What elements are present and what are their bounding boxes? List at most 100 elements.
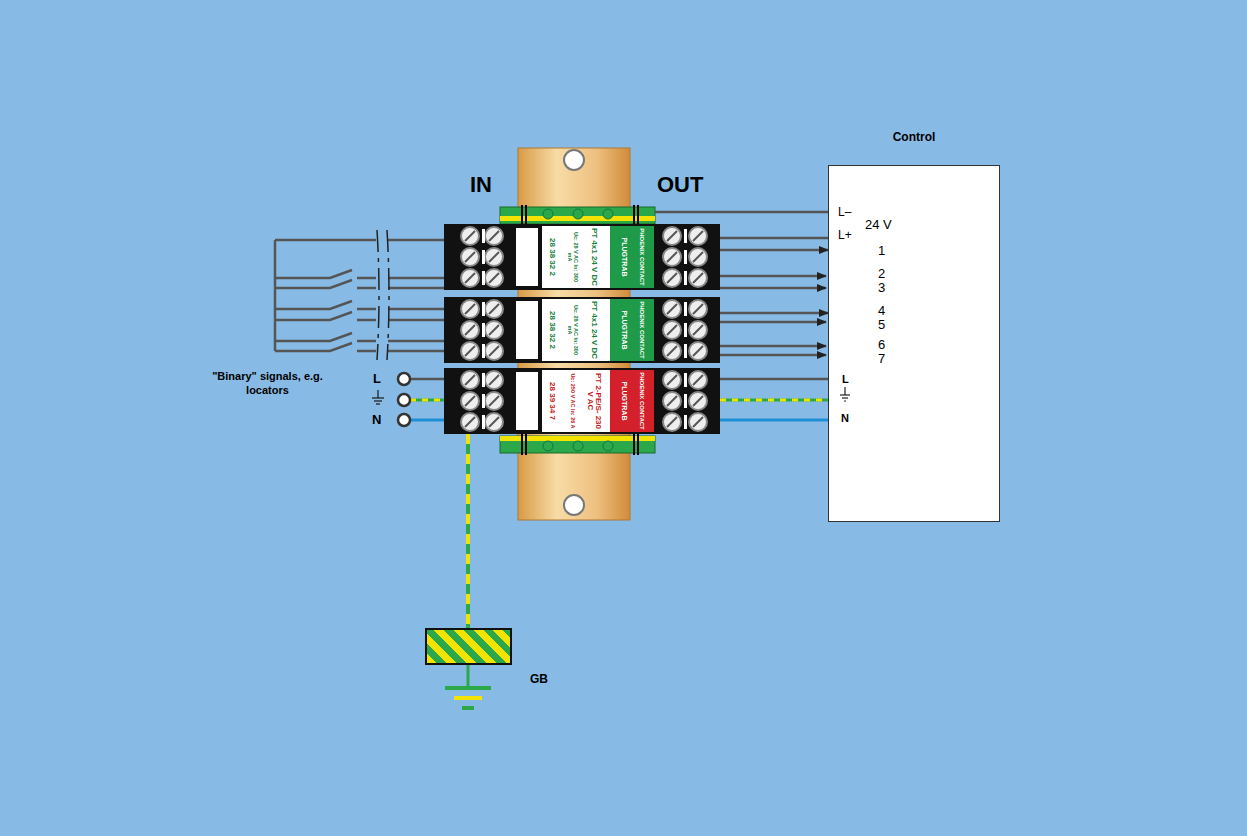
screw-slot — [465, 231, 475, 241]
terminal-marker — [684, 302, 687, 316]
terminal-screw — [461, 321, 479, 339]
earth-symbol — [840, 387, 850, 401]
brand-logo: PHOENIX CONTACT — [639, 227, 645, 287]
terminal-screw — [689, 342, 707, 360]
earth-wire — [466, 434, 470, 628]
terminal-screw — [461, 342, 479, 360]
screw-slot — [667, 231, 677, 241]
type-label: PT 2-PE/S- 230 V AC — [586, 371, 603, 431]
wire-connector — [720, 250, 828, 251]
screw-slot — [489, 304, 499, 314]
pin-name: L — [373, 371, 381, 386]
terminal-marker — [482, 271, 485, 285]
terminal-screw — [689, 321, 707, 339]
power-input — [398, 373, 444, 426]
terminal-screw — [689, 371, 707, 389]
screw-slot — [693, 375, 703, 385]
terminal-marker — [684, 229, 687, 243]
screw-slot — [465, 375, 475, 385]
power-output — [720, 400, 828, 420]
pin-name: L — [842, 373, 849, 385]
terminal-screw — [485, 342, 503, 360]
terminal-screw — [663, 321, 681, 339]
signal-number: 4 — [878, 303, 885, 318]
terminal-marker — [684, 373, 687, 387]
color-stripe — [610, 299, 654, 361]
control-box: Control — [828, 165, 1000, 522]
terminal-screw — [485, 300, 503, 318]
color-stripe — [610, 226, 654, 288]
terminal-marker — [482, 415, 485, 429]
terminal-marker — [482, 323, 485, 337]
print-area — [542, 370, 610, 432]
signal-number: 1 — [878, 243, 885, 258]
ground-bar — [500, 205, 655, 226]
color-stripe — [610, 370, 654, 432]
rating-label: Uc: 250 V AC In: 26 A — [569, 371, 575, 431]
screw-slot — [667, 346, 677, 356]
terminal-screw — [663, 342, 681, 360]
terminal-marker — [684, 250, 687, 264]
screw-slot — [693, 304, 703, 314]
screw-slot — [693, 346, 703, 356]
print-area — [542, 299, 610, 361]
signal-wire — [720, 312, 828, 315]
screw-slot — [465, 325, 475, 335]
screw-slot — [489, 396, 499, 406]
screw-slot — [489, 273, 499, 283]
signal-number: 5 — [878, 317, 885, 332]
screw-slot — [693, 396, 703, 406]
screw-slot — [465, 346, 475, 356]
screw-slot — [465, 252, 475, 262]
terminal-marker — [684, 271, 687, 285]
pin-name: N — [841, 412, 849, 424]
terminal-screw — [689, 392, 707, 410]
signal-number: 2 — [878, 266, 885, 281]
ground-bar-box: GB — [425, 628, 512, 665]
screw-slot — [489, 417, 499, 427]
screw-slot — [693, 325, 703, 335]
module-body — [444, 224, 720, 290]
terminal-screw — [485, 269, 503, 287]
part-number: 28 38 32 2 — [548, 300, 556, 360]
product-line: PLUGTRAB — [620, 371, 627, 431]
terminal-screw — [461, 392, 479, 410]
terminal-screw — [689, 269, 707, 287]
terminal-screw — [461, 248, 479, 266]
screw-slot — [667, 325, 677, 335]
terminal-screw — [663, 300, 681, 318]
rating-label: Uc: 28 V AC In: 300 mA — [566, 227, 578, 287]
screw-slot — [667, 417, 677, 427]
terminal-screw — [485, 392, 503, 410]
signal-wire — [720, 378, 828, 381]
part-number: 28 39 34 7 — [548, 371, 556, 431]
screw-slot — [465, 304, 475, 314]
protection-module: PHOENIX CONTACTPLUGTRABPT 2-PE/S- 230 V … — [444, 368, 720, 434]
box-heading: Control — [829, 130, 999, 144]
product-line: PLUGTRAB — [620, 300, 627, 360]
terminal-screw — [485, 227, 503, 245]
protection-module: PHOENIX CONTACTPLUGTRABPT 4x1 24 V DCUc:… — [444, 297, 720, 363]
screw-slot — [465, 396, 475, 406]
terminal-screw — [663, 371, 681, 389]
wire-connector — [720, 379, 828, 380]
protection-module: PHOENIX CONTACTPLUGTRABPT 4x1 24 V DCUc:… — [444, 224, 720, 290]
terminal-screw — [461, 413, 479, 431]
rating-label: Uc: 28 V AC In: 300 mA — [566, 300, 578, 360]
screw-slot — [667, 375, 677, 385]
terminal-marker — [684, 415, 687, 429]
pin-name: L– — [838, 205, 851, 219]
terminal-screw — [663, 248, 681, 266]
screw-slot — [693, 273, 703, 283]
screw-slot — [465, 273, 475, 283]
pin-name: N — [372, 412, 381, 427]
screw-slot — [489, 346, 499, 356]
earth-symbol — [372, 390, 384, 404]
screw-slot — [667, 304, 677, 314]
terminal-screw — [461, 300, 479, 318]
signal-wire — [275, 240, 444, 351]
pin-name: L+ — [838, 228, 852, 242]
terminal-screw — [485, 413, 503, 431]
terminal-marker — [684, 323, 687, 337]
label-card — [516, 228, 538, 286]
